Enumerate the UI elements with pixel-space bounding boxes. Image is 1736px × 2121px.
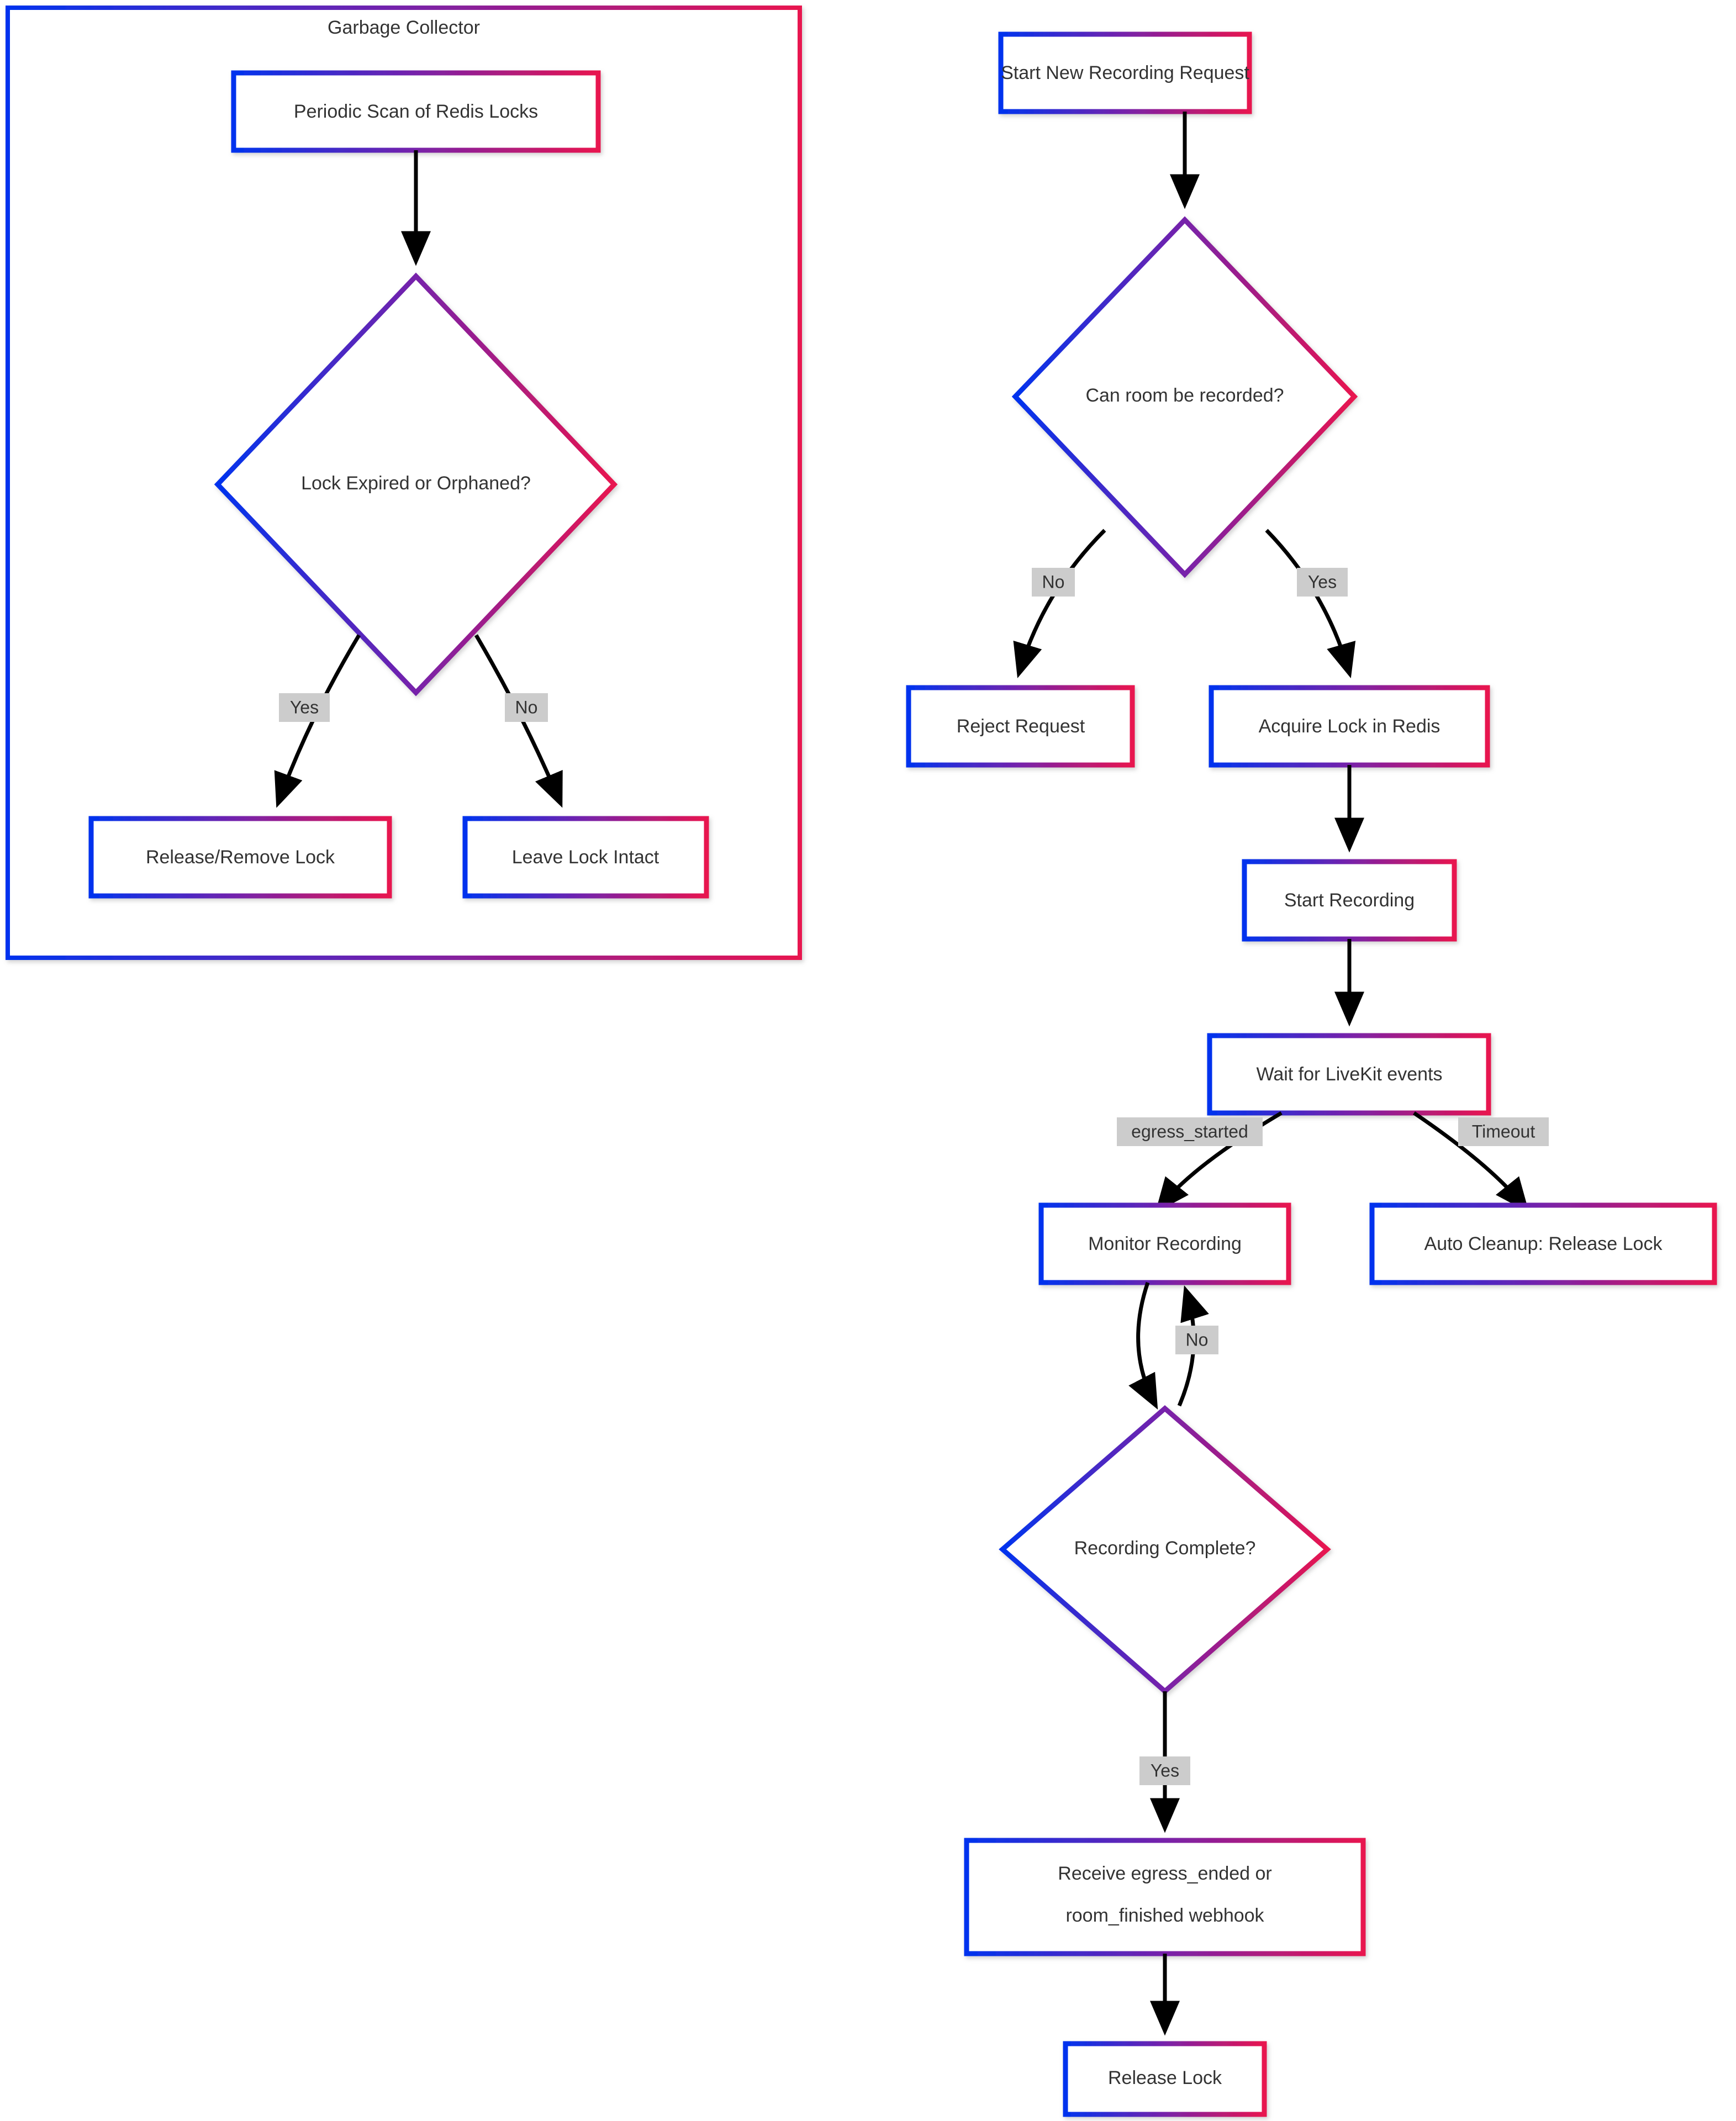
edge-label-record-no-text: No bbox=[1042, 572, 1065, 592]
edge-can-record-yes bbox=[1265, 529, 1356, 678]
edge-label-timeout-text: Timeout bbox=[1472, 1121, 1536, 1141]
node-release-lock-box[interactable] bbox=[1063, 2041, 1267, 2117]
node-start-request[interactable]: Start New Recording Request bbox=[998, 31, 1252, 114]
node-acquire-lock[interactable]: Acquire Lock in Redis bbox=[1209, 685, 1490, 768]
edge-label-gc-no-bg bbox=[505, 693, 548, 722]
node-monitor-recording-label: Monitor Recording bbox=[1088, 1233, 1242, 1254]
node-wait-events-label: Wait for LiveKit events bbox=[1257, 1064, 1443, 1085]
edge-label-record-yes: Yes bbox=[1297, 568, 1348, 597]
edge-label-complete-yes: Yes bbox=[1139, 1756, 1190, 1785]
edge-label-complete-yes-text: Yes bbox=[1151, 1760, 1179, 1780]
edge-label-monitor-no: No bbox=[1175, 1326, 1218, 1354]
edge-label-record-no-bg bbox=[1032, 568, 1075, 597]
node-release-lock[interactable]: Release Lock bbox=[1063, 2041, 1267, 2117]
node-recording-complete[interactable]: Recording Complete? bbox=[999, 1405, 1331, 1695]
node-monitor-recording-box[interactable] bbox=[1038, 1202, 1291, 1285]
node-release-remove-lock-label: Release/Remove Lock bbox=[146, 847, 335, 868]
node-leave-lock-intact[interactable]: Leave Lock Intact bbox=[462, 816, 709, 899]
node-wait-events-box[interactable] bbox=[1207, 1033, 1491, 1116]
node-monitor-recording[interactable]: Monitor Recording bbox=[1038, 1202, 1291, 1285]
node-reject-request-box[interactable] bbox=[906, 685, 1135, 768]
edge-can-record-no bbox=[1013, 529, 1106, 678]
edge-label-gc-no: No bbox=[505, 693, 548, 722]
node-release-remove-lock-box[interactable] bbox=[88, 816, 392, 899]
node-wait-events[interactable]: Wait for LiveKit events bbox=[1207, 1033, 1491, 1116]
edge-label-gc-yes-text: Yes bbox=[290, 697, 319, 717]
node-auto-cleanup[interactable]: Auto Cleanup: Release Lock bbox=[1369, 1202, 1717, 1285]
edge-label-timeout-bg bbox=[1458, 1117, 1549, 1146]
node-release-lock-label: Release Lock bbox=[1108, 2067, 1222, 2088]
edge-label-egress-started-bg bbox=[1117, 1117, 1263, 1146]
node-lock-expired-diamond[interactable] bbox=[214, 272, 618, 697]
edge-label-monitor-no-bg bbox=[1175, 1326, 1218, 1354]
edge-wait-timeout bbox=[1413, 1111, 1529, 1213]
edge-label-gc-no-text: No bbox=[515, 697, 538, 717]
node-periodic-scan[interactable]: Periodic Scan of Redis Locks bbox=[231, 70, 601, 153]
node-start-recording-label: Start Recording bbox=[1284, 890, 1415, 911]
node-start-request-label: Start New Recording Request bbox=[1001, 62, 1249, 83]
node-start-recording[interactable]: Start Recording bbox=[1242, 859, 1457, 942]
edge-label-gc-yes-bg bbox=[279, 693, 330, 722]
node-receive-webhook-box[interactable] bbox=[964, 1838, 1366, 1956]
node-start-request-box[interactable] bbox=[998, 31, 1252, 114]
edge-label-complete-yes-bg bbox=[1139, 1756, 1190, 1785]
node-auto-cleanup-box[interactable] bbox=[1369, 1202, 1717, 1285]
node-can-record-diamond[interactable] bbox=[1011, 216, 1358, 578]
edge-label-egress-started-text: egress_started bbox=[1131, 1121, 1248, 1141]
node-periodic-scan-label: Periodic Scan of Redis Locks bbox=[294, 101, 538, 122]
node-start-recording-box[interactable] bbox=[1242, 859, 1457, 942]
node-lock-expired-label: Lock Expired or Orphaned? bbox=[301, 473, 531, 494]
edge-monitor-to-complete bbox=[1128, 1281, 1158, 1410]
node-auto-cleanup-label: Auto Cleanup: Release Lock bbox=[1424, 1233, 1663, 1254]
node-leave-lock-intact-box[interactable] bbox=[462, 816, 709, 899]
node-receive-webhook-label-line1: Receive egress_ended or bbox=[1058, 1863, 1271, 1884]
node-periodic-scan-box[interactable] bbox=[231, 70, 601, 153]
edge-label-monitor-no-text: No bbox=[1186, 1329, 1209, 1349]
node-can-record[interactable]: Can room be recorded? bbox=[1011, 216, 1358, 578]
node-acquire-lock-box[interactable] bbox=[1209, 685, 1490, 768]
node-receive-webhook[interactable]: Receive egress_ended or room_finished we… bbox=[964, 1838, 1366, 1956]
node-lock-expired[interactable]: Lock Expired or Orphaned? bbox=[214, 272, 618, 697]
subgraph-title: Garbage Collector bbox=[328, 17, 480, 38]
edge-label-record-no: No bbox=[1032, 568, 1075, 597]
node-reject-request-label: Reject Request bbox=[957, 716, 1085, 737]
node-release-remove-lock[interactable]: Release/Remove Lock bbox=[88, 816, 392, 899]
edge-label-record-yes-text: Yes bbox=[1308, 572, 1337, 592]
node-can-record-label: Can room be recorded? bbox=[1085, 385, 1284, 406]
edge-label-egress-started: egress_started bbox=[1117, 1117, 1263, 1146]
edge-label-record-yes-bg bbox=[1297, 568, 1348, 597]
node-recording-complete-label: Recording Complete? bbox=[1074, 1538, 1256, 1559]
edge-label-gc-yes: Yes bbox=[279, 693, 330, 722]
node-leave-lock-intact-label: Leave Lock Intact bbox=[512, 847, 659, 868]
node-acquire-lock-label: Acquire Lock in Redis bbox=[1259, 716, 1440, 737]
node-receive-webhook-label-line2: room_finished webhook bbox=[1065, 1905, 1264, 1926]
node-reject-request[interactable]: Reject Request bbox=[906, 685, 1135, 768]
edge-label-timeout: Timeout bbox=[1458, 1117, 1549, 1146]
